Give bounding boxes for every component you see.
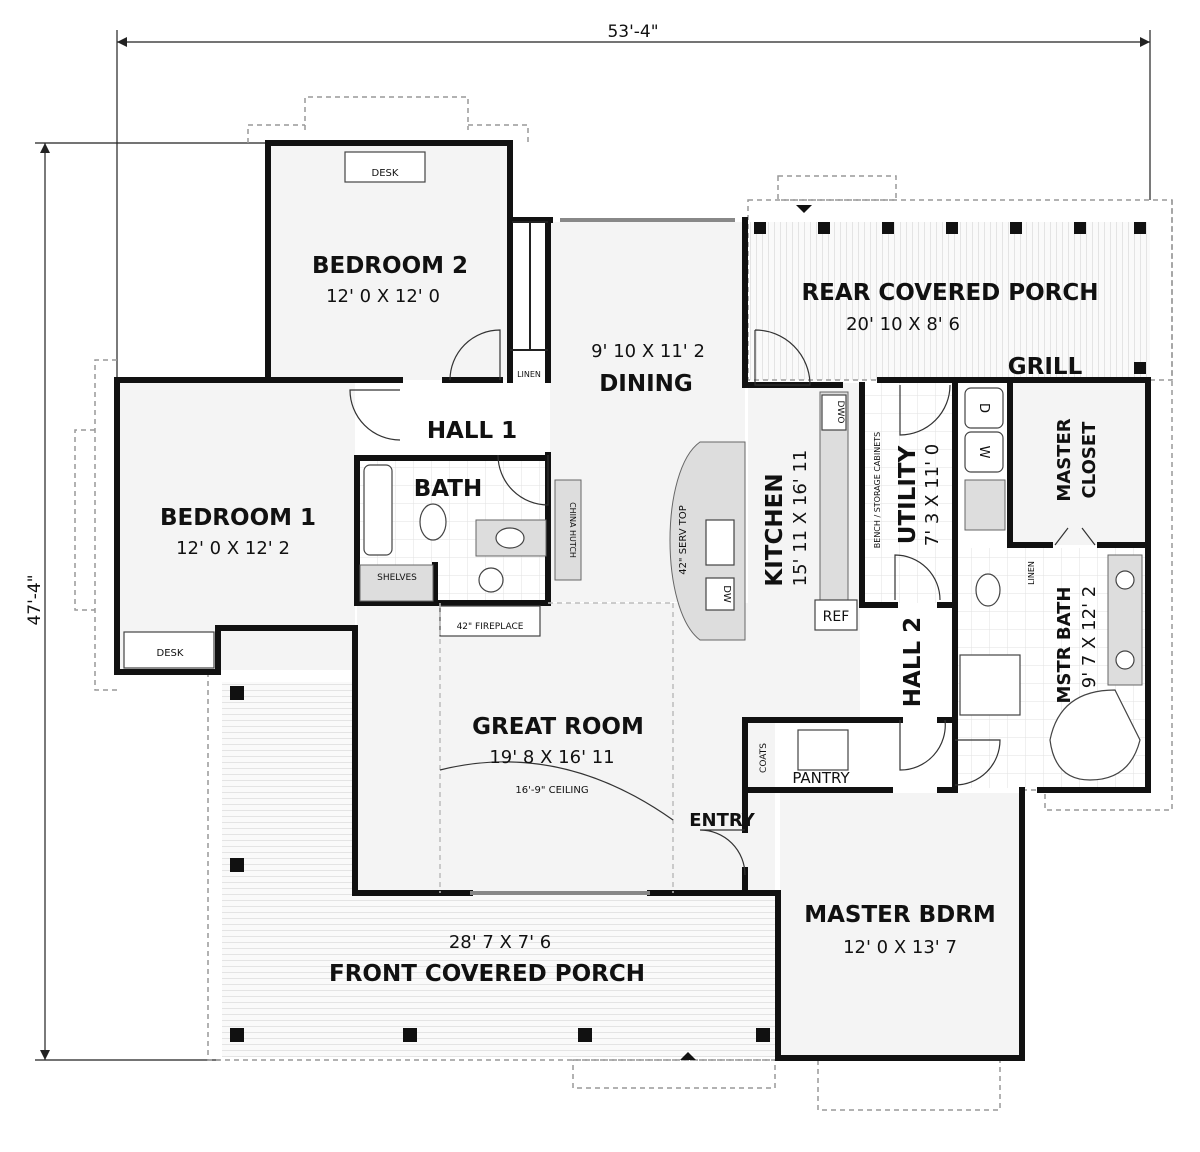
bedroom1-name: BEDROOM 1 xyxy=(160,505,316,531)
master-bdrm-size: 12' 0 X 13' 7 xyxy=(843,937,957,958)
walls xyxy=(114,140,1151,1061)
bedroom2-desk-label: DESK xyxy=(372,168,399,179)
rear-entry-arrow-icon xyxy=(796,205,812,213)
pantry-shelf xyxy=(797,729,849,771)
hall2-name: HALL 2 xyxy=(900,617,926,707)
bedroom2-size: 12' 0 X 12' 0 xyxy=(326,286,440,307)
shower xyxy=(959,654,1021,716)
bedroom2-name: BEDROOM 2 xyxy=(312,253,468,279)
utility-name: UTILITY xyxy=(895,445,921,544)
great-room-size: 19' 8 X 16' 11 xyxy=(489,747,614,768)
bathtub xyxy=(363,464,393,556)
master-toilet xyxy=(975,573,1001,607)
desk-bedroom2 xyxy=(344,151,426,183)
ceiling-label: 16'-9" CEILING xyxy=(515,785,588,796)
bedroom1-size: 12' 0 X 12' 2 xyxy=(176,538,290,559)
depth-label: 47'-4" xyxy=(25,574,45,625)
rear-porch-floor xyxy=(750,222,1150,380)
pantry-label: PANTRY xyxy=(792,769,850,787)
dining-size: 9' 10 X 11' 2 xyxy=(591,341,705,362)
coats-label: COATS xyxy=(759,743,769,773)
fixtures xyxy=(123,151,1143,893)
ref-label: REF xyxy=(823,609,850,625)
bay-outline xyxy=(247,96,529,143)
serv-top-label: 42" SERV TOP xyxy=(678,505,689,575)
master-closet-line2: CLOSET xyxy=(1079,421,1100,499)
dw-label: DW xyxy=(721,585,732,603)
doors xyxy=(349,329,1096,876)
room-labels: DESK BEDROOM 2 12' 0 X 12' 0 BEDROOM 1 1… xyxy=(157,168,1100,987)
dining-name: DINING xyxy=(599,371,693,397)
washer-label: W xyxy=(976,446,991,459)
width-dimension: 53'-4" xyxy=(116,22,1151,380)
utility-sink xyxy=(964,479,1006,531)
utility-size: 7' 3 X 11' 0 xyxy=(922,444,943,546)
mstr-bath-name: MSTR BATH xyxy=(1054,587,1075,704)
front-porch-name: FRONT COVERED PORCH xyxy=(329,961,645,987)
hall1-name: HALL 1 xyxy=(427,418,517,444)
mstr-bath-size: 9' 7 X 12' 2 xyxy=(1079,586,1100,688)
washer xyxy=(964,431,1004,473)
dryer-label: D xyxy=(976,403,991,413)
shelves xyxy=(359,564,434,602)
kitchen-size: 15' 11 X 16' 11 xyxy=(790,450,811,587)
shelves-label: SHELVES xyxy=(377,573,417,583)
fireplace-label: 42" FIREPLACE xyxy=(457,622,524,632)
rear-outline xyxy=(1022,200,1173,811)
linen2-label: LINEN xyxy=(1027,561,1036,585)
linen-closet xyxy=(510,221,548,351)
dryer xyxy=(964,387,1004,429)
master-closet-line1: MASTER xyxy=(1054,418,1075,501)
linen-label: LINEN xyxy=(517,370,541,379)
bay-outline-bottom xyxy=(817,1060,1001,1111)
dwo-label: DWO xyxy=(835,401,845,424)
entry-label: ENTRY xyxy=(689,810,756,831)
front-steps xyxy=(572,1059,776,1089)
ceiling-arc xyxy=(439,761,674,821)
front-porch-size: 28' 7 X 7' 6 xyxy=(449,932,551,953)
corner-tub xyxy=(1049,689,1141,781)
china-hutch xyxy=(554,479,582,581)
width-label: 53'-4" xyxy=(607,22,658,42)
refrigerator xyxy=(814,599,858,631)
rear-steps xyxy=(777,175,897,201)
depth-dimension: 47'-4" xyxy=(25,142,268,1061)
grill-label: GRILL xyxy=(1008,354,1083,380)
fireplace xyxy=(439,605,541,637)
bedroom1-desk-label: DESK xyxy=(157,648,184,659)
desk-bedroom1 xyxy=(123,631,215,669)
front-entry-arrow-icon xyxy=(680,1052,696,1060)
master-bdrm-name: MASTER BDRM xyxy=(804,902,996,928)
china-hutch-label: CHINA HUTCH xyxy=(568,502,577,558)
rear-porch-name: REAR COVERED PORCH xyxy=(801,280,1098,306)
kitchen-name: KITCHEN xyxy=(762,473,788,586)
great-room-name: GREAT ROOM xyxy=(472,714,644,740)
porch-posts xyxy=(230,222,1146,1042)
bay-outline-left xyxy=(74,359,117,691)
toilet xyxy=(419,503,447,541)
bath-name: BATH xyxy=(414,476,482,502)
rear-porch-size: 20' 10 X 8' 6 xyxy=(846,314,960,335)
bench-label: BENCH / STORAGE CABINETS xyxy=(873,432,882,548)
